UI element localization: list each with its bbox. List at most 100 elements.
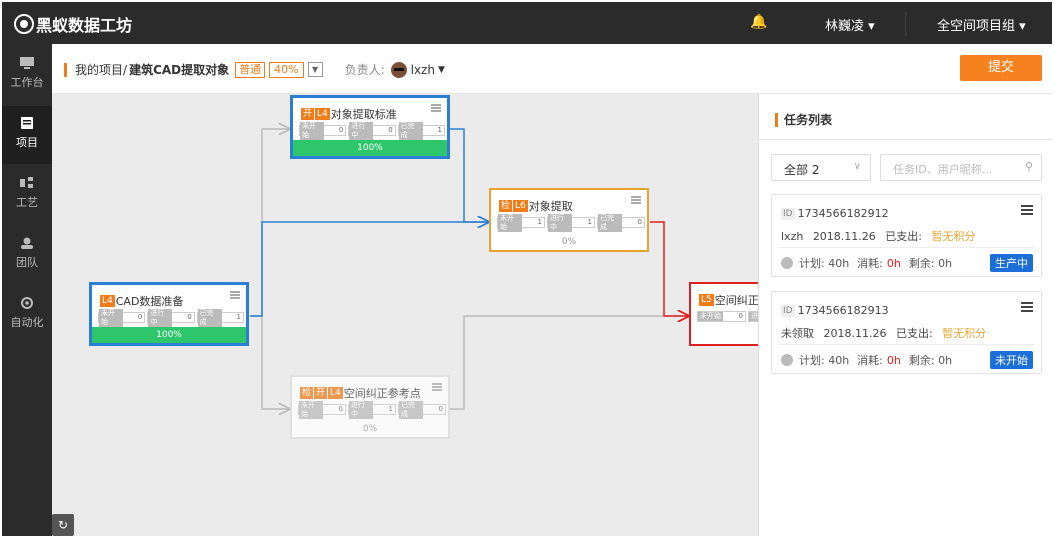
sidebar-item-project[interactable]: 项目 bbox=[2, 106, 52, 164]
sidebar-item-label: 工作台 bbox=[11, 76, 44, 89]
task-card[interactable]: ID1734566182912 lxzh 2018.11.26 已支出: 暂无积… bbox=[771, 194, 1042, 277]
refresh-icon[interactable]: ↻ bbox=[52, 514, 74, 536]
stat-value: 1 bbox=[423, 126, 444, 135]
flow-node-extract-standard[interactable]: 开 L4 对象提取标准 未开始0 进行中0 已完成1 100% bbox=[290, 95, 450, 159]
sidebar-item-team[interactable]: 团队 bbox=[2, 226, 52, 284]
stat-label: 已完成 bbox=[399, 401, 423, 419]
sidebar: 工作台 项目 工艺 团队 自动化 bbox=[2, 44, 52, 536]
stat-value: 1 bbox=[522, 218, 544, 227]
stat-in-progress: 进行中1 bbox=[547, 217, 595, 228]
stat-value: 0 bbox=[423, 405, 445, 414]
search-icon[interactable]: ⚲ bbox=[1025, 160, 1033, 173]
menu-icon[interactable] bbox=[1021, 302, 1033, 312]
stat-completed: 已完成1 bbox=[197, 312, 244, 323]
flow-node-spatial-correction[interactable]: L5 空间纠正 未开始0 进行中0 bbox=[689, 282, 758, 346]
filter-value: 全部 2 bbox=[784, 163, 819, 177]
stat-label: 未开始 bbox=[299, 401, 323, 419]
accent-bar bbox=[64, 63, 67, 77]
bell-icon[interactable]: 🔔 bbox=[750, 14, 767, 30]
node-title: 检 L6 对象提取 bbox=[499, 198, 573, 214]
project-title: 建筑CAD提取对象 bbox=[129, 61, 229, 78]
node-title-text: 空间纠正 bbox=[715, 292, 758, 308]
node-progress-bar: 100% bbox=[293, 140, 447, 156]
node-title-text: 对象提取标准 bbox=[331, 106, 397, 122]
workflow-canvas[interactable]: L4 CAD数据准备 未开始0 进行中0 已完成1 100% 开 L4 对象提取… bbox=[52, 94, 758, 536]
node-title-text: 空间纠正参考点 bbox=[344, 385, 421, 401]
flow-node-cad-prep[interactable]: L4 CAD数据准备 未开始0 进行中0 已完成1 100% bbox=[89, 282, 249, 346]
stat-in-progress: 进行中0 bbox=[147, 312, 194, 323]
stat-completed: 已完成1 bbox=[398, 125, 445, 136]
divider bbox=[781, 344, 1034, 345]
breadcrumb-root[interactable]: 我的项目 bbox=[75, 61, 123, 78]
app-logo[interactable]: 黑蚁数据工坊 bbox=[14, 12, 132, 36]
stat-not-started: 未开始1 bbox=[497, 217, 545, 228]
task-plan-hours: 计划: 40h bbox=[799, 255, 849, 271]
chevron-down-icon[interactable]: ▼ bbox=[438, 65, 445, 75]
task-date: 2018.11.26 bbox=[813, 230, 876, 243]
stat-label: 已完成 bbox=[598, 214, 622, 232]
project-icon bbox=[19, 116, 35, 130]
stat-in-progress: 进行中1 bbox=[348, 404, 396, 415]
stat-label: 已完成 bbox=[198, 309, 222, 327]
task-card[interactable]: ID1734566182913 未领取 2018.11.26 已支出: 暂无积分… bbox=[771, 291, 1042, 374]
divider bbox=[759, 139, 1053, 140]
stat-value: 0 bbox=[324, 126, 345, 135]
node-title: 开 L4 对象提取标准 bbox=[301, 106, 397, 122]
stat-in-progress: 进行中0 bbox=[348, 125, 395, 136]
node-title: L5 空间纠正 bbox=[699, 292, 758, 308]
stat-label: 未开始 bbox=[698, 312, 723, 321]
owner-name[interactable]: lxzh bbox=[411, 63, 435, 77]
menu-icon[interactable] bbox=[1021, 205, 1033, 215]
status-filter-select[interactable]: 全部 2 ∨ bbox=[771, 154, 871, 181]
task-search-input[interactable]: 任务ID、用户昵称... ⚲ bbox=[880, 154, 1042, 181]
task-panel: 任务列表 全部 2 ∨ 任务ID、用户昵称... ⚲ ID17345661829… bbox=[758, 94, 1052, 536]
stat-not-started: 未开始0 bbox=[298, 404, 346, 415]
node-badge: L4 bbox=[315, 108, 330, 120]
node-title: 检 开 L4 空间纠正参考点 bbox=[300, 385, 421, 401]
menu-icon[interactable] bbox=[431, 104, 441, 112]
menu-icon[interactable] bbox=[230, 291, 240, 299]
user-name: 林巍凌 bbox=[825, 19, 864, 34]
team-icon bbox=[19, 236, 35, 250]
user-menu[interactable]: 林巍凌 ▾ bbox=[825, 15, 875, 34]
flow-node-reference-points[interactable]: 检 开 L4 空间纠正参考点 未开始0 进行中1 已完成0 0% bbox=[290, 375, 450, 439]
stat-not-started: 未开始0 bbox=[98, 312, 145, 323]
sidebar-item-process[interactable]: 工艺 bbox=[2, 166, 52, 224]
submit-button[interactable]: 提交 bbox=[960, 55, 1042, 81]
breadcrumb-separator: / bbox=[123, 63, 127, 77]
node-progress-bar: 100% bbox=[92, 327, 246, 343]
app-title: 黑蚁数据工坊 bbox=[36, 12, 132, 36]
sidebar-item-automation[interactable]: 自动化 bbox=[2, 286, 52, 344]
node-title: L4 CAD数据准备 bbox=[100, 293, 183, 309]
stat-label: 进行中 bbox=[349, 401, 373, 419]
priority-badge: 普通 bbox=[235, 62, 265, 78]
stat-value: 0 bbox=[622, 218, 644, 227]
chevron-down-icon: ▾ bbox=[1019, 19, 1026, 34]
task-points: 暂无积分 bbox=[932, 230, 976, 243]
search-placeholder: 任务ID、用户昵称... bbox=[893, 163, 992, 176]
stat-label: 进行中 bbox=[749, 312, 758, 321]
stat-label: 未开始 bbox=[300, 122, 324, 140]
panel-title: 任务列表 bbox=[775, 111, 832, 128]
task-points: 暂无积分 bbox=[942, 327, 986, 340]
sidebar-item-workbench[interactable]: 工作台 bbox=[2, 46, 52, 104]
status-badge: 未开始 bbox=[990, 351, 1033, 369]
dropdown-toggle-icon[interactable]: ▼ bbox=[308, 62, 323, 77]
sidebar-item-label: 自动化 bbox=[11, 316, 44, 329]
node-badge: 检 bbox=[499, 200, 512, 212]
chevron-down-icon: ∨ bbox=[854, 161, 861, 172]
node-badge: L6 bbox=[513, 200, 528, 212]
flow-node-extract[interactable]: 检 L6 对象提取 未开始1 进行中1 已完成0 0% bbox=[489, 188, 649, 252]
task-plan: 计划: 40h 消耗: 0h 剩余: 0h bbox=[781, 352, 952, 368]
task-assignee: lxzh bbox=[781, 230, 803, 243]
stat-value: 1 bbox=[373, 405, 395, 414]
node-title-text: 对象提取 bbox=[529, 198, 573, 214]
node-stats: 未开始0 进行中0 bbox=[697, 311, 758, 322]
node-badge: 开 bbox=[314, 387, 327, 399]
menu-icon[interactable] bbox=[432, 383, 442, 391]
node-stats: 未开始0 进行中0 已完成1 bbox=[98, 312, 246, 323]
menu-icon[interactable] bbox=[631, 196, 641, 204]
group-name: 全空间项目组 bbox=[937, 19, 1015, 34]
group-selector[interactable]: 全空间项目组 ▾ bbox=[937, 15, 1026, 34]
automation-icon bbox=[19, 296, 35, 310]
